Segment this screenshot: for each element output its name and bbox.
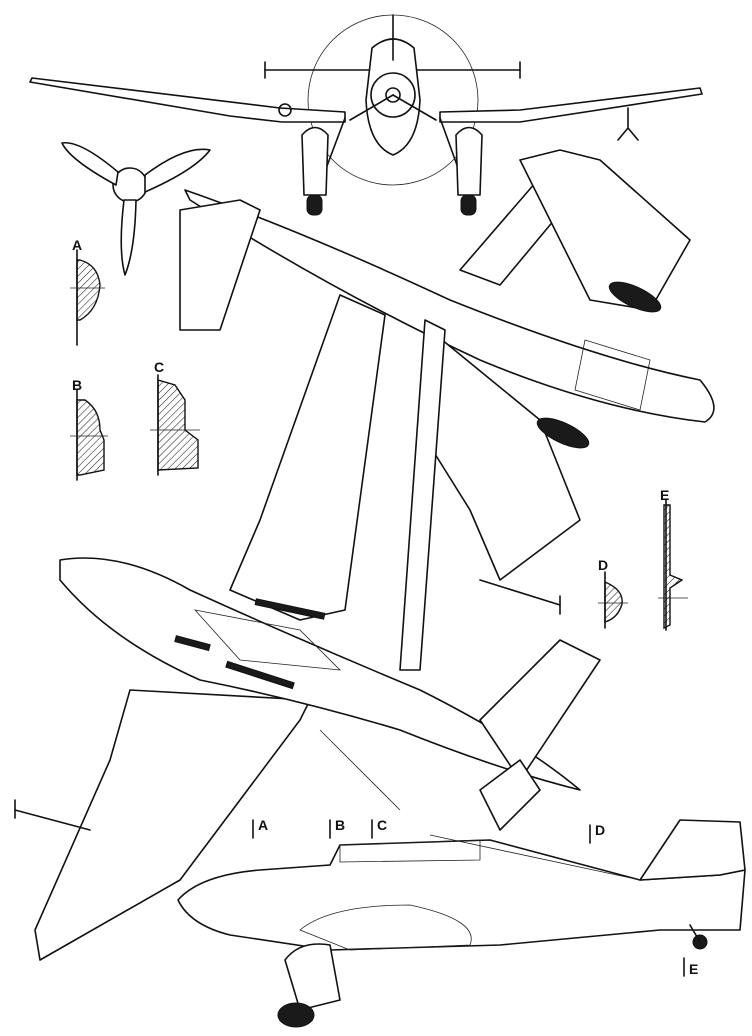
section-label-a: A: [72, 237, 82, 253]
right-wheel-fairing: [455, 126, 483, 196]
front-fuselage: [365, 38, 421, 156]
front-right-wing: [439, 87, 703, 123]
section-e-profile: [658, 499, 688, 631]
section-c-profile: [150, 374, 200, 476]
section-b-profile: [70, 389, 108, 481]
side-landing-gear: [284, 943, 341, 1011]
side-marker-b: B: [335, 817, 345, 833]
front-view: [29, 14, 703, 216]
propeller-detail: [61, 141, 211, 276]
left-wheel-fairing: [301, 126, 329, 196]
bottom-fuselage: [59, 557, 581, 791]
side-tail-fin: [639, 819, 746, 881]
section-label-d: D: [598, 557, 608, 573]
top-fuselage: [184, 189, 715, 423]
section-d-profile: [598, 571, 628, 629]
section-label-b: B: [72, 377, 82, 393]
bottom-view: [14, 294, 601, 961]
section-a-profile: [70, 249, 105, 346]
side-marker-c: C: [377, 817, 387, 833]
section-label-c: C: [154, 359, 164, 375]
top-view: [179, 149, 715, 615]
side-marker-d: D: [595, 822, 605, 838]
section-label-e: E: [660, 487, 669, 503]
side-marker-a: A: [258, 817, 268, 833]
bottom-upper-wing: [229, 294, 386, 621]
side-view: [177, 819, 746, 1028]
side-marker-e: E: [689, 961, 698, 977]
front-left-wing: [29, 77, 346, 123]
